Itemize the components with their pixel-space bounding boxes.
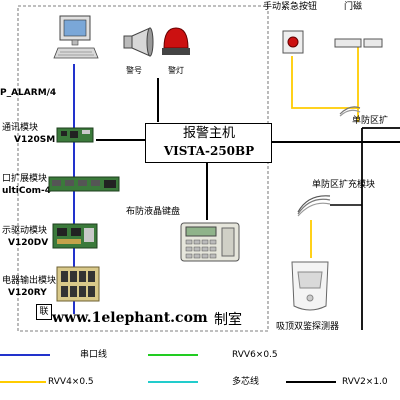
expansion-module-name: 口扩展模块 xyxy=(2,174,48,184)
zone-expander-top-icon xyxy=(339,106,361,117)
main-panel-model: VISTA-250BP xyxy=(163,144,255,158)
panic-button-line xyxy=(291,56,360,109)
strobe-icon xyxy=(162,27,190,55)
lcd-keypad-label: 布防液晶键盘 xyxy=(126,207,181,217)
siren-icon xyxy=(123,27,154,57)
legend-label-multicore: 多芯线 xyxy=(232,377,260,387)
panic-button-label: 手动紧急按钮 xyxy=(263,2,318,12)
computer-icon xyxy=(53,15,99,59)
legend-label-rvv4: RVV4×0.5 xyxy=(48,377,94,387)
legend-label-rvv2: RVV2×1.0 xyxy=(342,377,388,387)
relay-output-board-icon xyxy=(56,266,100,302)
relay-output-name: 电器输出模块 xyxy=(2,276,57,286)
bottom-box-label: 联 xyxy=(36,304,52,320)
watermark-url: www.1elephant.com xyxy=(52,310,208,326)
expansion-module-model: ultiCom-4 xyxy=(2,186,52,196)
zone-expander-mid-label: 单防区扩充模块 xyxy=(312,180,376,190)
door-contact-icon xyxy=(334,38,383,48)
relay-output-model: V120RY xyxy=(8,288,47,298)
main-panel-title: 报警主机 xyxy=(182,126,235,141)
legend-label-serial: 串口线 xyxy=(80,350,108,360)
ceiling-detector-icon xyxy=(291,261,329,311)
comm-module-model: V120SM xyxy=(14,135,56,145)
zone-expander-mid-icon xyxy=(297,195,331,217)
comm-module-board-icon xyxy=(56,127,94,143)
strobe-label: 警灯 xyxy=(168,66,184,75)
control-room-boundary xyxy=(17,5,269,332)
expansion-module-board-icon xyxy=(48,176,120,192)
legend-label-rvv6: RVV6×0.5 xyxy=(232,350,278,360)
panic-button-icon xyxy=(282,30,304,54)
alarm-pc-label: P_ALARM/4 xyxy=(0,88,57,98)
display-driver-board-icon xyxy=(52,223,98,249)
siren-label: 警号 xyxy=(126,66,142,75)
comm-module-name: 通讯模块 xyxy=(2,123,39,133)
zone-expander-top-label: 单防区扩 xyxy=(352,116,389,126)
display-driver-model: V120DV xyxy=(8,238,49,248)
ceiling-detector-label: 吸顶双鉴探测器 xyxy=(276,322,340,332)
lcd-keypad-icon xyxy=(180,222,240,262)
main-panel-box: 报警主机 VISTA-250BP xyxy=(145,123,272,163)
display-driver-name: 示驱动模块 xyxy=(2,226,48,236)
watermark-suffix: 制室 xyxy=(214,312,242,328)
door-contact-label: 门磁 xyxy=(344,2,363,12)
